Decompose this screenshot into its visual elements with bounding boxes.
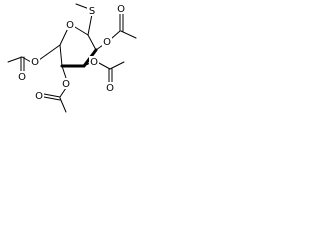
atom-ring-oxygen: O (66, 20, 74, 31)
atom-o6: O (31, 57, 39, 68)
bond-acyl-methyl (120, 30, 137, 39)
atom-o2-carbonyl: O (117, 4, 125, 15)
bond-acyl3-methyl (109, 61, 125, 70)
atom-labels: O S O O O O O O O O (17, 3, 126, 102)
c2-acetoxy-group (95, 13, 137, 51)
atom-o3-carbonyl: O (106, 83, 114, 94)
bond-o3-acyl (98, 62, 111, 70)
bond-acyl6-methyl (7, 56, 23, 63)
bond-c5-c6 (45, 44, 61, 56)
molecule-diagram: O S O O O O O O O O (7, 3, 137, 113)
bond-c6-o6 (38, 54, 47, 61)
atom-o4-carbonyl: O (35, 91, 43, 102)
bond-acyl4-carbonyl-b (43, 96, 61, 101)
bond-c4-o4 (61, 65, 67, 79)
c4-acetoxy-group (43, 65, 67, 113)
bond-acyl4-carbonyl-a (43, 93, 61, 98)
atom-sulfur: S (89, 6, 95, 17)
bond-c1-s (87, 13, 93, 36)
bond-acyl4-methyl (59, 97, 67, 113)
atom-o3: O (90, 57, 98, 68)
bond-c1-c2 (87, 34, 97, 51)
bond-o2-acyl (111, 30, 121, 39)
atom-o6-carbonyl: O (18, 72, 26, 83)
bond-c4-c5 (59, 44, 63, 67)
bond-o6-acyl (21, 56, 32, 63)
c6-acetoxymethyl-group (7, 44, 61, 73)
bond-o4-acyl (59, 87, 67, 98)
atom-o4: O (62, 79, 70, 90)
bond-c2-o2 (95, 44, 104, 51)
atom-o2: O (103, 37, 111, 48)
